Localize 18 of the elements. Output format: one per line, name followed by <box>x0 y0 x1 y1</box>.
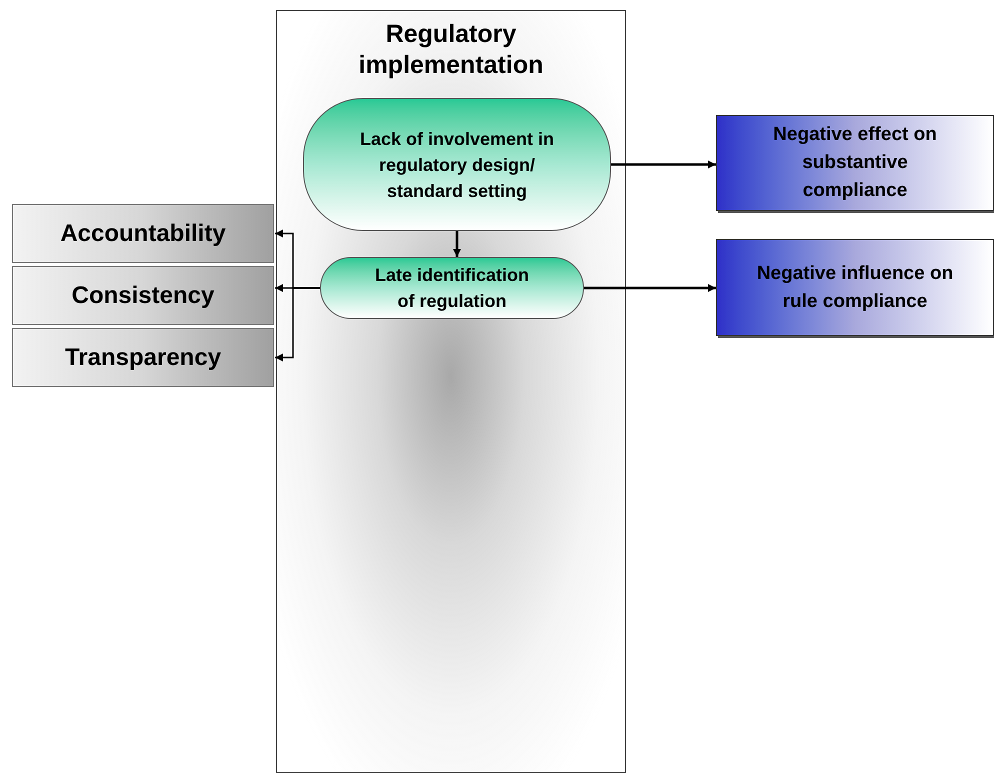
principle-box <box>12 328 274 387</box>
principle-box <box>12 204 274 263</box>
principle-box <box>12 266 274 325</box>
arrow <box>611 160 716 168</box>
node-label: Late identification of regulation <box>374 264 530 313</box>
node-label: Negative influence on rule compliance <box>756 262 954 314</box>
column-heading: Regulatory implementation <box>358 19 544 81</box>
outcome-box <box>716 115 994 211</box>
column-panel <box>276 10 626 773</box>
arrow <box>453 231 461 257</box>
node-label: Accountability <box>60 218 226 248</box>
node-label: Lack of involvement in regulatory design/ standard setting <box>358 128 556 203</box>
arrow <box>584 284 716 292</box>
node-label: Negative effect on substantive compliance <box>772 123 938 203</box>
arrow <box>275 287 320 362</box>
node-label: Consistency <box>72 280 214 310</box>
outcome-box <box>716 239 994 336</box>
node-label: Transparency <box>64 342 222 372</box>
